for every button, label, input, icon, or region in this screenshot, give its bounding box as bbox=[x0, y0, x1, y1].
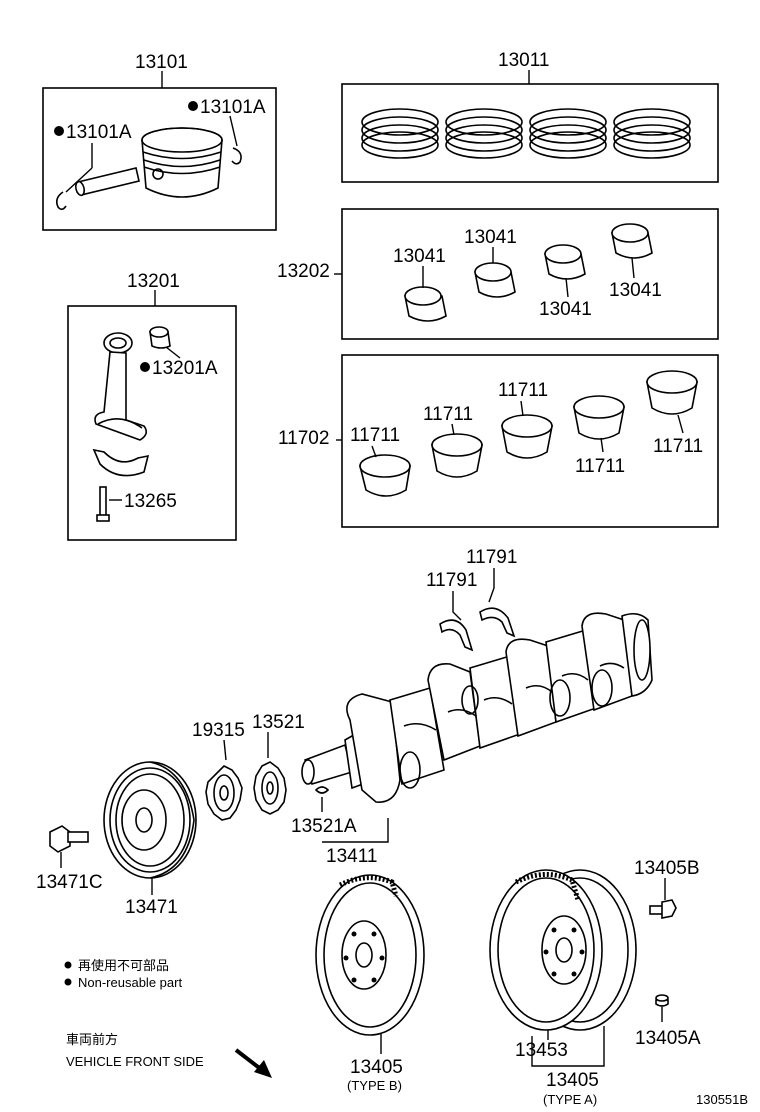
snap-ring-left-label[interactable]: 13101A bbox=[66, 122, 132, 143]
conrod-bushing-drawing[interactable] bbox=[149, 326, 171, 349]
piston-group-box bbox=[42, 87, 277, 231]
sensor-plate-drawing[interactable] bbox=[205, 765, 243, 821]
pulley-bolt-drawing[interactable] bbox=[49, 825, 89, 853]
rod-bearing-shell-2[interactable] bbox=[474, 262, 516, 298]
crank-gear-drawing[interactable] bbox=[253, 761, 287, 815]
legend-nonreusable-jp: 再使用不可部品 bbox=[78, 958, 169, 973]
crank-key[interactable] bbox=[314, 786, 330, 794]
rod-bearing-group: 13202 13041 13041 13041 13041 bbox=[277, 208, 719, 340]
conrod-group: 13201 13201A 13265 bbox=[67, 271, 237, 541]
flywheel-a-drawing[interactable] bbox=[489, 869, 637, 1031]
rod-bearing-shell-1[interactable] bbox=[404, 286, 447, 322]
main-bearing-shell-3[interactable] bbox=[501, 414, 553, 459]
snap-ring-right-label[interactable]: 13101A bbox=[200, 97, 266, 118]
rod-bearing-label-2[interactable]: 13041 bbox=[464, 227, 517, 248]
rod-bearing-shell-4[interactable] bbox=[611, 223, 653, 259]
sensor-plate-label[interactable]: 19315 bbox=[192, 720, 245, 741]
main-bearing-group-label[interactable]: 11702 bbox=[278, 428, 329, 449]
dowel-pin-drawing[interactable] bbox=[655, 994, 669, 1007]
conrod-group-box bbox=[67, 305, 237, 541]
ring-set-4[interactable] bbox=[613, 108, 691, 159]
main-bearing-group: 11702 11711 11711 11711 11711 11711 bbox=[278, 354, 719, 528]
thrust-washer-1[interactable] bbox=[439, 619, 474, 652]
flywheel-bolt-label[interactable]: 13405B bbox=[634, 858, 700, 879]
main-bearing-label-3[interactable]: 11711 bbox=[498, 380, 548, 401]
flywheel-b-type: (TYPE B) bbox=[347, 1078, 402, 1093]
nonreusable-dot-icon bbox=[54, 126, 64, 136]
flywheel-a-type: (TYPE A) bbox=[543, 1092, 597, 1107]
piston-group: 13101 13101A 13101A bbox=[42, 52, 277, 231]
main-bearing-shell-5[interactable] bbox=[646, 370, 698, 415]
ring-set-1[interactable] bbox=[361, 108, 439, 159]
piston-ring-group: 13011 bbox=[341, 50, 719, 183]
legend-nonreusable-en: Non-reusable part bbox=[78, 975, 182, 990]
conrod-bolt-drawing[interactable] bbox=[96, 486, 110, 522]
main-bearing-shell-2[interactable] bbox=[431, 433, 483, 478]
ring-group-box bbox=[341, 83, 719, 183]
ring-set-2[interactable] bbox=[445, 108, 523, 159]
piston-pin-drawing[interactable] bbox=[74, 167, 140, 197]
rod-bearing-label-1[interactable]: 13041 bbox=[393, 246, 446, 267]
flywheel-b-drawing[interactable] bbox=[315, 874, 425, 1036]
rod-bearing-box bbox=[341, 208, 719, 340]
thrust-washer-group: 11791 11791 bbox=[426, 547, 517, 652]
main-bearing-label-1[interactable]: 11711 bbox=[350, 425, 400, 446]
main-bearing-label-5[interactable]: 11711 bbox=[653, 436, 703, 457]
front-direction-arrow-icon bbox=[234, 1048, 272, 1078]
main-bearing-shell-4[interactable] bbox=[573, 395, 625, 440]
dowel-pin-label[interactable]: 13405A bbox=[635, 1028, 701, 1049]
rod-bearing-group-label[interactable]: 13202 bbox=[277, 261, 330, 282]
nonreusable-dot-icon bbox=[140, 362, 150, 372]
main-bearing-label-4[interactable]: 11711 bbox=[575, 456, 625, 477]
rod-bearing-label-4[interactable]: 13041 bbox=[609, 280, 662, 301]
crank-gear-label[interactable]: 13521 bbox=[252, 712, 305, 733]
snap-ring-right[interactable] bbox=[231, 147, 242, 165]
thrust-washer-2[interactable] bbox=[479, 607, 516, 638]
legend: 再使用不可部品 Non-reusable part 車両前方 VEHICLE F… bbox=[64, 958, 272, 1078]
ring-group-label[interactable]: 13011 bbox=[498, 50, 549, 71]
crank-pulley-label[interactable]: 13471 bbox=[125, 897, 178, 918]
nonreusable-dot-icon bbox=[188, 101, 198, 111]
drive-plate-label[interactable]: 13453 bbox=[515, 1040, 568, 1061]
conrod-group-label[interactable]: 13201 bbox=[127, 271, 180, 292]
diagram-id: 130551B bbox=[696, 1092, 748, 1107]
nonreusable-dot-icon bbox=[64, 961, 72, 969]
flywheel-a-label[interactable]: 13405 bbox=[546, 1070, 599, 1091]
conrod-cap-drawing[interactable] bbox=[92, 448, 150, 477]
nonreusable-dot-icon bbox=[64, 978, 72, 986]
flywheel-bolt-drawing[interactable] bbox=[649, 899, 677, 919]
main-bearing-box bbox=[341, 354, 719, 528]
piston-group-label[interactable]: 13101 bbox=[135, 52, 188, 73]
flywheel-b-label[interactable]: 13405 bbox=[350, 1057, 403, 1078]
pulley-bolt-label[interactable]: 13471C bbox=[36, 872, 103, 893]
rod-bearing-label-3[interactable]: 13041 bbox=[539, 299, 592, 320]
conrod-drawing[interactable] bbox=[94, 332, 148, 441]
main-bearing-shell-1[interactable] bbox=[358, 454, 411, 497]
ring-set-3[interactable] bbox=[529, 108, 607, 159]
snap-ring-left[interactable] bbox=[56, 191, 67, 211]
rod-bearing-shell-3[interactable] bbox=[544, 244, 586, 280]
legend-front-en: VEHICLE FRONT SIDE bbox=[66, 1054, 204, 1069]
crankshaft-drawing[interactable] bbox=[301, 612, 653, 803]
crankshaft-label[interactable]: 13411 bbox=[326, 846, 377, 867]
conrod-bolt-label[interactable]: 13265 bbox=[124, 491, 177, 512]
thrust-washer-label-1[interactable]: 11791 bbox=[426, 570, 477, 591]
piston-drawing[interactable] bbox=[141, 127, 223, 198]
crank-key-label[interactable]: 13521A bbox=[291, 816, 357, 837]
thrust-washer-label-2[interactable]: 11791 bbox=[466, 547, 517, 568]
conrod-bushing-label[interactable]: 13201A bbox=[152, 358, 218, 379]
crank-pulley-drawing[interactable] bbox=[103, 761, 197, 879]
main-bearing-label-2[interactable]: 11711 bbox=[423, 404, 473, 425]
legend-front-jp: 車両前方 bbox=[66, 1032, 118, 1047]
